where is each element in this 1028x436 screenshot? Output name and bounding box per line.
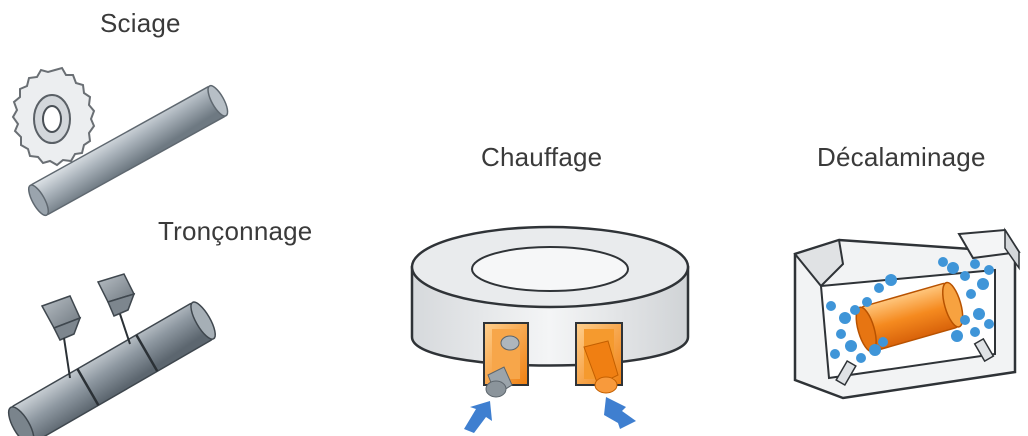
hot-billet (855, 281, 964, 353)
nozzles (835, 337, 995, 387)
outlet-window (575, 322, 623, 394)
inlet-arrow-icon (464, 401, 492, 433)
inlet-window (483, 322, 529, 398)
billet-bar (7, 301, 216, 436)
shear-tool-right (96, 273, 136, 345)
label-chauffage: Chauffage (481, 142, 603, 172)
round-bar (27, 84, 229, 217)
label-tronconnage: Tronçonnage (158, 216, 313, 246)
induction-heater-icon (410, 225, 690, 433)
saw-blade (11, 66, 96, 167)
shear-icon (7, 273, 216, 436)
saw-icon (11, 66, 229, 217)
shear-tool-left (40, 295, 82, 379)
water-jets (826, 257, 994, 363)
outlet-arrow-icon (604, 397, 636, 429)
label-sciage: Sciage (100, 8, 181, 38)
label-decalaminage: Décalaminage (817, 142, 986, 172)
descaler-icon (793, 227, 1021, 400)
